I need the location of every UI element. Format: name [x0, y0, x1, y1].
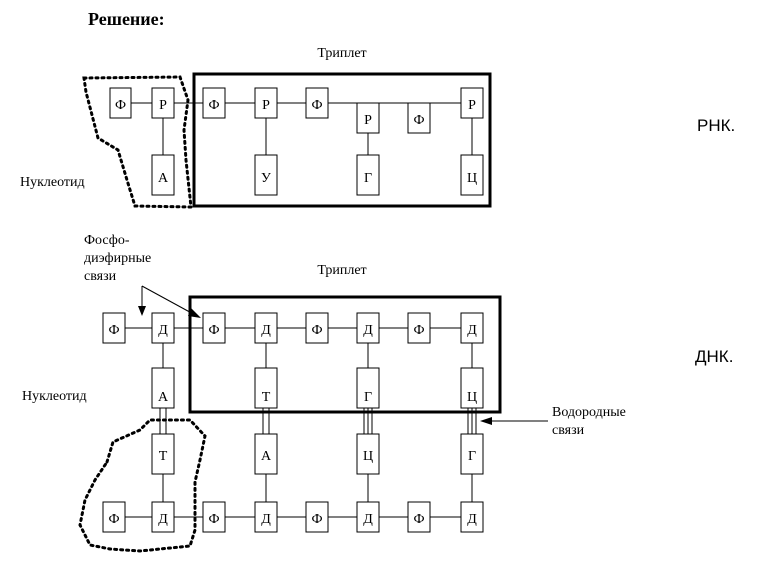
dna-bottom-base-2: А [254, 433, 278, 475]
svg-text:Г: Г [364, 171, 372, 186]
svg-text:Т: Т [262, 390, 271, 405]
rna-unit-2-phosphate: Ф [305, 87, 329, 119]
svg-text:Д: Д [363, 512, 373, 527]
svg-text:Г: Г [468, 449, 476, 464]
hydrogen-bond-cg [467, 408, 477, 434]
phosphodiester-label-line2: диэфирные [84, 251, 151, 266]
rna-unit-1-phosphate: Ф [202, 87, 226, 119]
dna-triplet-frame [188, 295, 502, 414]
dna-top-unit-3-sugar: Д [460, 312, 484, 344]
svg-text:Д: Д [363, 323, 373, 338]
svg-text:Д: Д [467, 323, 477, 338]
hydrogen-label-line2: связи [552, 423, 585, 438]
dna-bottom-base-1: Т [151, 433, 175, 475]
rna-unit-1-base: У [254, 154, 278, 196]
dna-triplet-label: Триплет [317, 263, 366, 278]
dna-top-unit-1-base: Т [254, 367, 278, 409]
svg-text:Д: Д [158, 323, 168, 338]
svg-text:Ф: Ф [108, 512, 119, 527]
heading: Решение: [88, 9, 165, 29]
phosphodiester-arrowhead-2 [188, 308, 201, 318]
dna-top-unit-3-base: Ц [460, 367, 484, 409]
svg-text:Д: Д [467, 512, 477, 527]
svg-text:Ф: Ф [311, 323, 322, 338]
svg-text:Ф: Ф [311, 512, 322, 527]
dna-top-unit-3-phosphate: Ф [407, 312, 431, 344]
svg-text:Р: Р [159, 98, 167, 113]
dna-top-outside-base: А [151, 367, 175, 409]
dna-top-outside-phosphate: Ф [102, 312, 126, 344]
svg-text:Ф: Ф [413, 512, 424, 527]
phosphodiester-arrow-2 [141, 285, 198, 317]
rna-triplet-frame [192, 72, 492, 208]
rna-outside-sugar: Р [151, 87, 175, 119]
phosphodiester-arrowhead-1 [138, 306, 146, 316]
hydrogen-label-line1: Водородные [552, 405, 626, 420]
rna-triplet-label: Триплет [317, 46, 366, 61]
dna-bottom-phosphate-1: Ф [102, 501, 126, 533]
rna-unit-1-sugar: Р [254, 87, 278, 119]
rna-outside-phosphate: Ф [109, 87, 132, 119]
dna-top-unit-2-phosphate: Ф [305, 312, 329, 344]
dna-top-unit-2-sugar: Д [356, 312, 380, 344]
dna-nucleotide-label: Нуклеотид [22, 389, 87, 404]
svg-text:А: А [158, 171, 169, 186]
dna-bottom-base-4: Г [460, 433, 484, 475]
rna-nucleotide-label: Нуклеотид [20, 175, 85, 190]
svg-text:Ц: Ц [363, 449, 373, 464]
svg-text:Т: Т [159, 449, 168, 464]
svg-text:Ф: Ф [413, 323, 424, 338]
rna-unit-3-sugar: Р [460, 87, 484, 119]
rna-unit-3-phosphate: Ф [407, 102, 431, 134]
dna-molecule-label: ДНК. [695, 347, 733, 366]
svg-text:Р: Р [468, 98, 476, 113]
rna-unit-2-base: Г [356, 154, 380, 196]
rna-unit-2-sugar: Р [356, 102, 380, 134]
hydrogen-bond-gc [363, 408, 373, 434]
dna-bottom-sugar-2: Д [254, 501, 278, 533]
svg-text:Д: Д [261, 323, 271, 338]
svg-text:У: У [261, 171, 271, 186]
rna-molecule-label: РНК. [697, 116, 735, 135]
svg-text:Ц: Ц [467, 390, 477, 405]
dna-top-unit-1-phosphate: Ф [202, 312, 226, 344]
dna-top-unit-2-base: Г [356, 367, 380, 409]
svg-text:Ф: Ф [108, 323, 119, 338]
svg-text:Р: Р [364, 113, 372, 128]
svg-text:Д: Д [158, 512, 168, 527]
hydrogen-bond-ta [262, 408, 270, 434]
svg-text:Ф: Ф [208, 98, 219, 113]
svg-text:Д: Д [261, 512, 271, 527]
phosphodiester-label-line3: связи [84, 269, 117, 284]
svg-text:Р: Р [262, 98, 270, 113]
dna-bottom-phosphate-2: Ф [202, 501, 226, 533]
svg-text:А: А [158, 390, 169, 405]
rna-outside-base: А [151, 154, 175, 196]
svg-text:Ц: Ц [467, 171, 477, 186]
dna-bottom-sugar-3: Д [356, 501, 380, 533]
dna-bottom-base-3: Ц [356, 433, 380, 475]
phosphodiester-label-line1: Фосфо- [84, 233, 130, 248]
dna-bottom-sugar-1: Д [151, 501, 175, 533]
svg-text:Ф: Ф [115, 98, 126, 113]
svg-text:Ф: Ф [208, 512, 219, 527]
dna-bottom-sugar-4: Д [460, 501, 484, 533]
rna-unit-3-base: Ц [460, 154, 484, 196]
dna-nucleotide-outline [78, 418, 207, 553]
dna-bottom-phosphate-3: Ф [305, 501, 329, 533]
dna-top-outside-sugar: Д [151, 312, 175, 344]
rna-nucleotide-outline [82, 75, 193, 209]
svg-text:Г: Г [364, 390, 372, 405]
dna-top-unit-1-sugar: Д [254, 312, 278, 344]
hydrogen-arrowhead [480, 417, 492, 425]
svg-text:Ф: Ф [311, 98, 322, 113]
svg-text:Ф: Ф [413, 113, 424, 128]
dna-bottom-phosphate-4: Ф [407, 501, 431, 533]
svg-text:Ф: Ф [208, 323, 219, 338]
svg-text:А: А [261, 449, 272, 464]
